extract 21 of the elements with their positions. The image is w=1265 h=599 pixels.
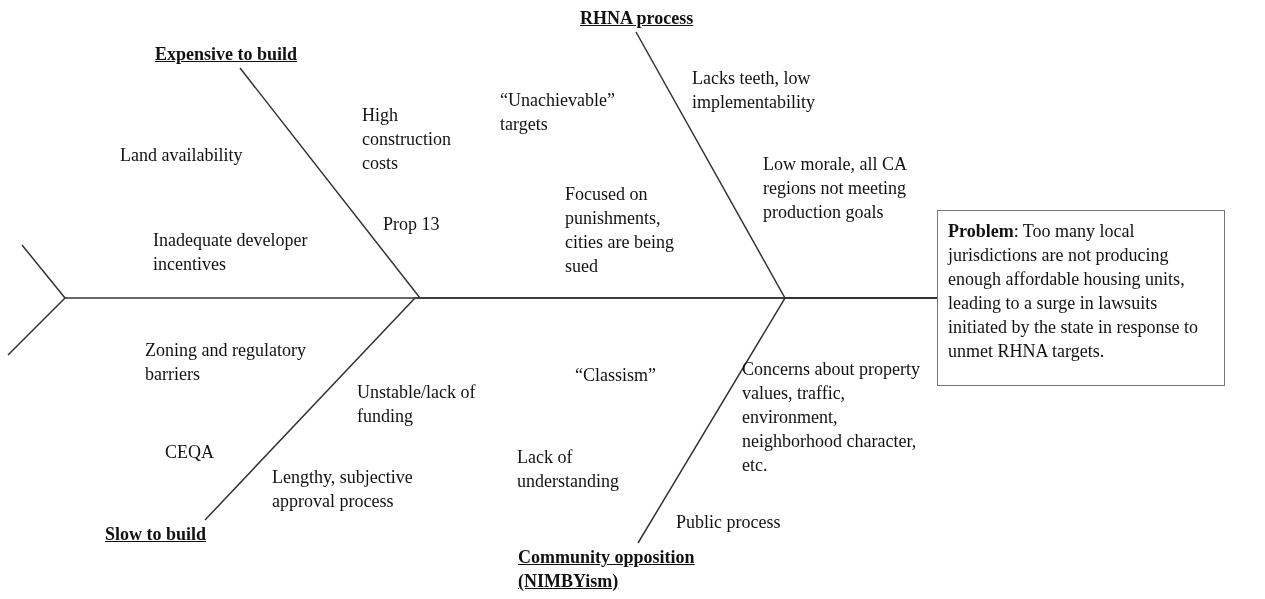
category-heading: RHNA process — [580, 6, 720, 30]
cause-label: Unstable/lack of funding — [357, 381, 477, 428]
cause-label: Land availability — [120, 144, 244, 167]
cause-label: “Classism” — [575, 364, 657, 387]
problem-box: Problem: Too many local jurisdictions are not producing enough affordable housing units, leading to a surge in lawsuits initiated by the state in response to unmet RHNA targets. — [937, 210, 1225, 386]
cause-label: CEQA — [165, 441, 215, 464]
cause-label: Focused on punishments, cities are being sued — [565, 183, 675, 278]
category-heading: Community opposition (NIMBYism) — [518, 545, 753, 593]
cause-label: High construction costs — [362, 104, 452, 175]
category-heading: Expensive to build — [155, 42, 340, 66]
cause-label: “Unachievable” targets — [500, 89, 616, 136]
cause-label: Lengthy, subjective approval process — [272, 466, 414, 513]
cause-label: Public process — [676, 511, 782, 534]
cause-label: Concerns about property values, traffic, environment, neighborhood character, etc. — [742, 358, 921, 477]
category-heading: Slow to build — [105, 522, 240, 546]
cause-label: Lacks teeth, low implementability — [692, 67, 816, 114]
cause-label: Lack of understanding — [517, 446, 620, 493]
cause-label: Low morale, all CA regions not meeting production goals — [763, 153, 908, 224]
cause-label: Prop 13 — [383, 213, 441, 236]
cause-label: Zoning and regulatory barriers — [145, 339, 307, 386]
cause-label: Inadequate developer incentives — [153, 229, 309, 276]
